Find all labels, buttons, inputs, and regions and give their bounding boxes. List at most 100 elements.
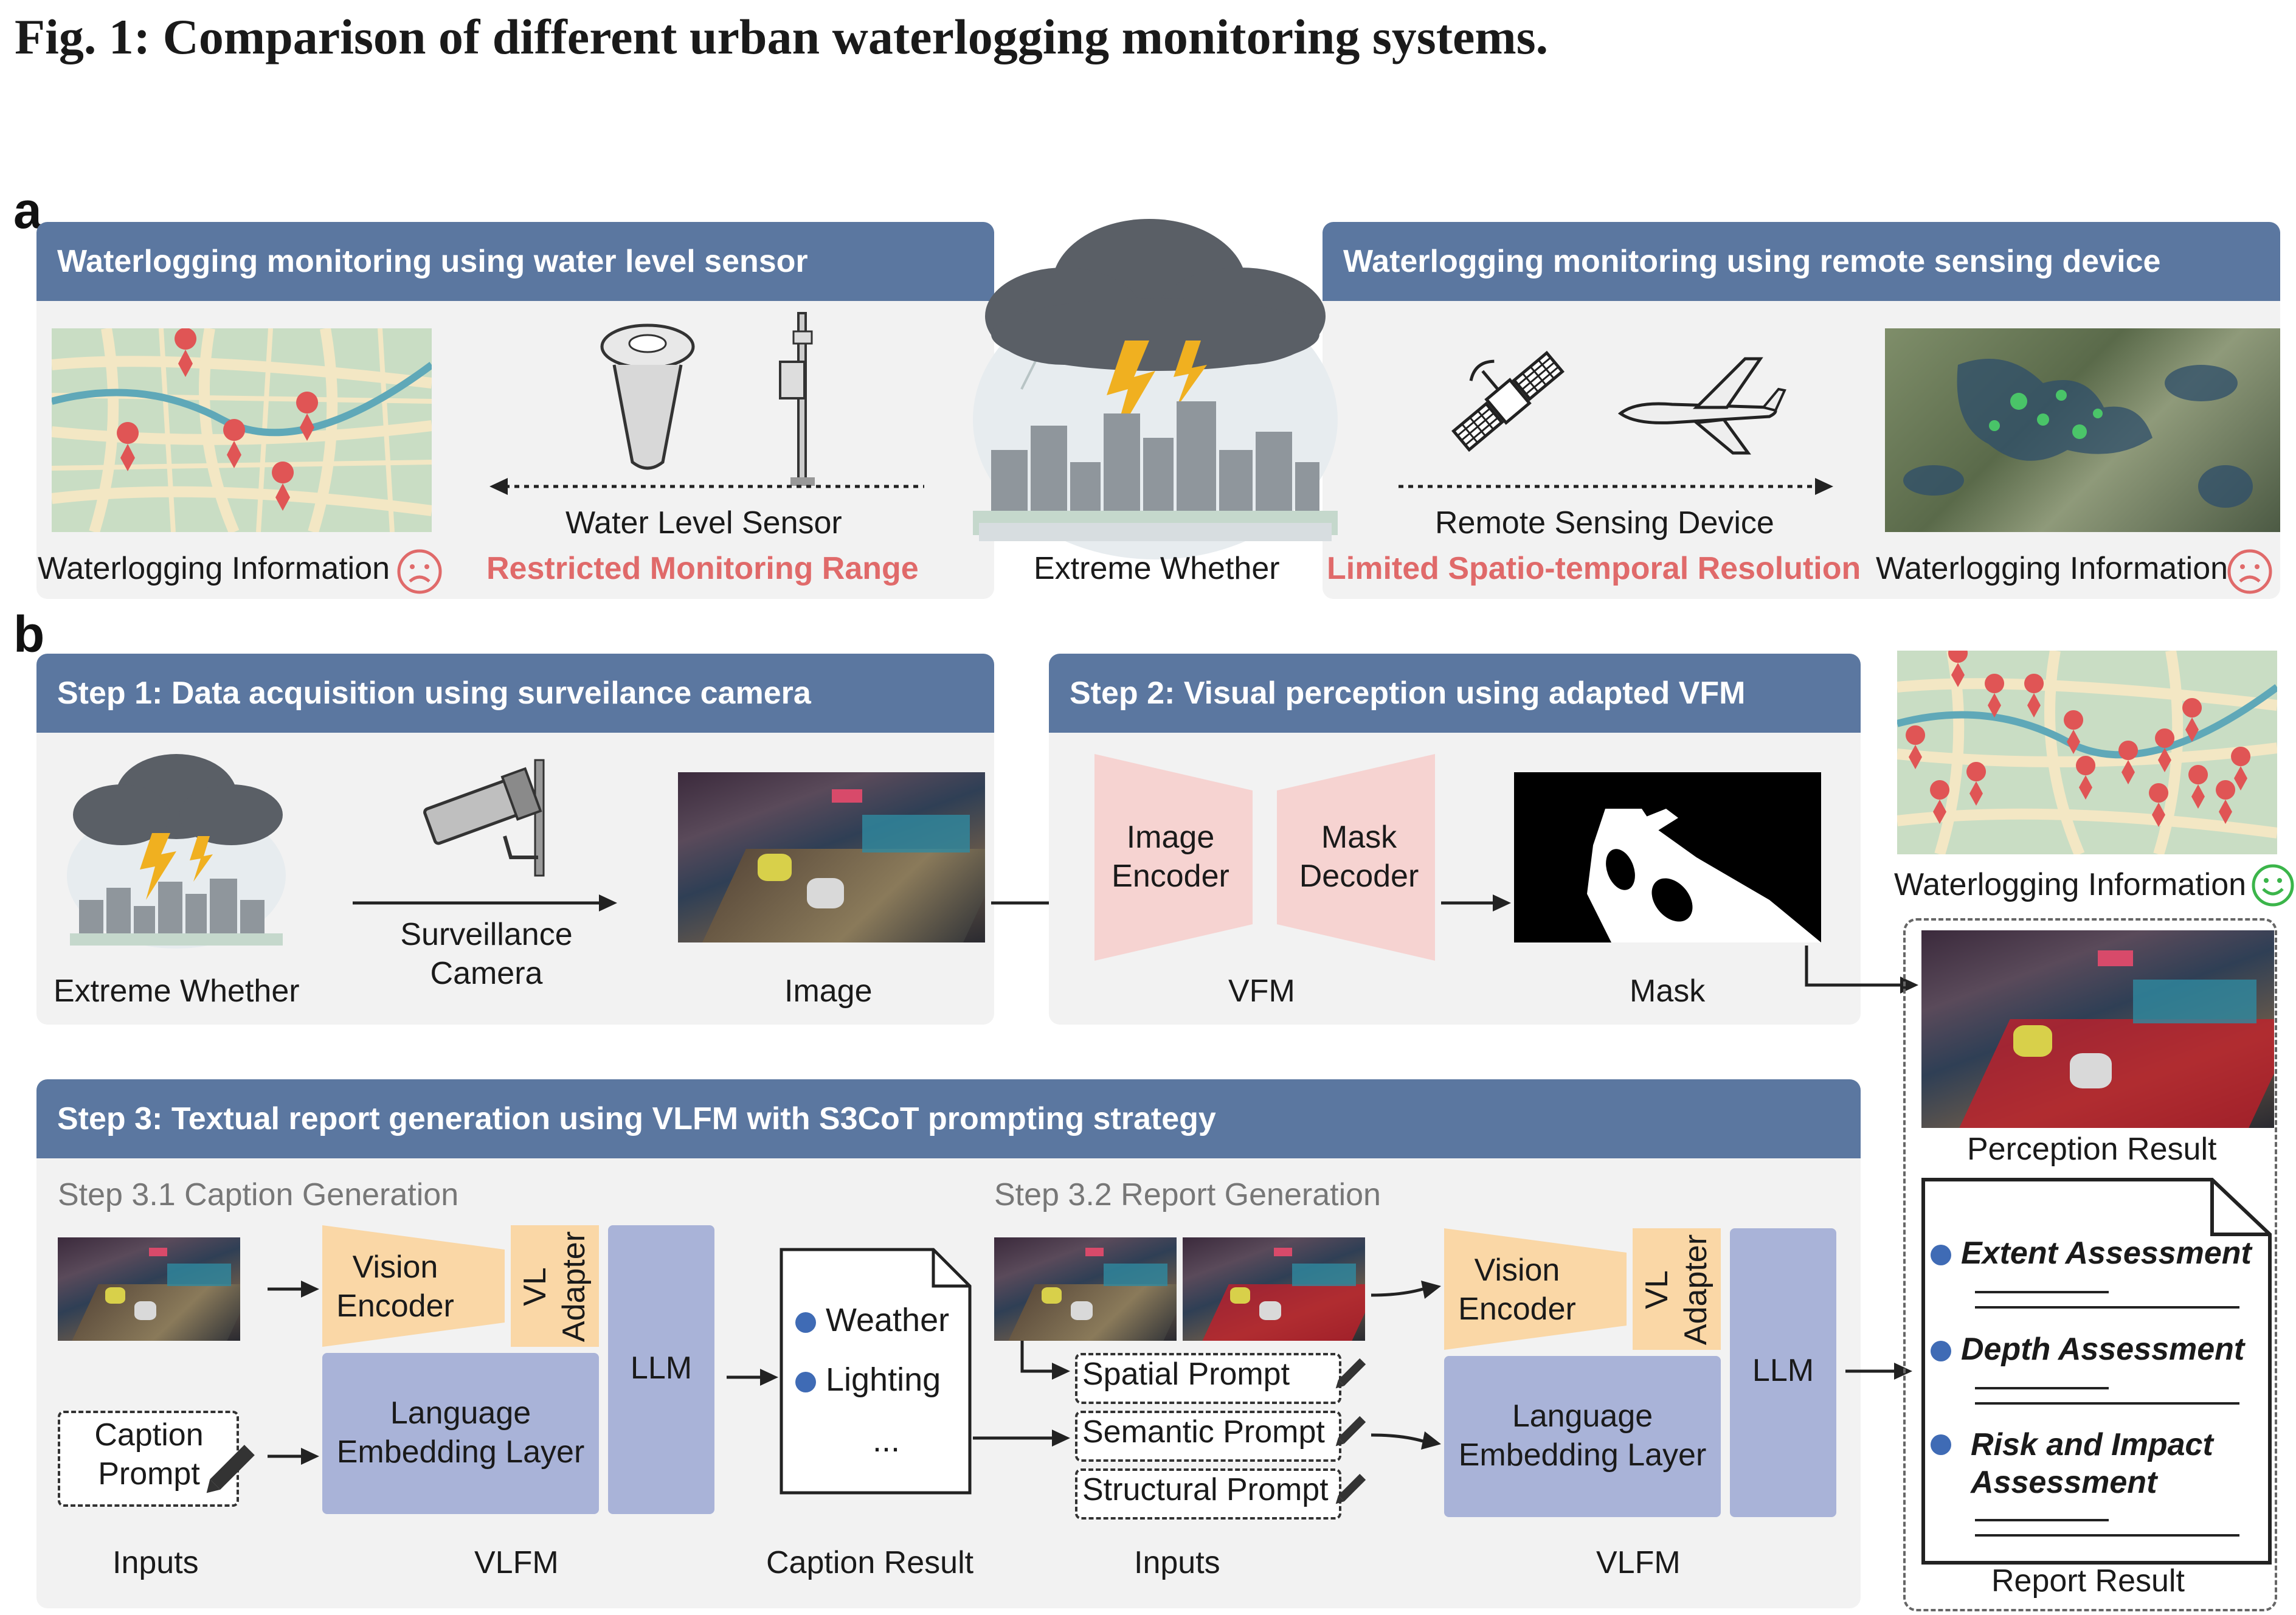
bullet-dot-icon	[1931, 1341, 1951, 1362]
report-item-extent: Extent Assessment	[1931, 1234, 2252, 1272]
arrow-image-to-vision-encoder	[268, 1281, 319, 1298]
satellite-icon	[1451, 350, 1565, 452]
language-embedding-box-1	[322, 1353, 599, 1514]
drone-plane-icon	[1617, 357, 1786, 455]
report-document-icon	[1921, 1178, 2272, 1565]
pencil-icons	[1335, 1358, 1366, 1504]
arrow-decoder-to-mask	[1441, 894, 1511, 911]
step3-1-label: Step 3.1 Caption Generation	[58, 1177, 459, 1212]
city-map-result	[1897, 651, 2277, 854]
mask-shape-icon	[1587, 809, 1821, 942]
caption-item-lighting-text: Lighting	[826, 1361, 941, 1398]
report-result-label: Report Result	[1991, 1563, 2185, 1599]
spatial-prompt-box	[1075, 1353, 1341, 1404]
mask-label: Mask	[1630, 973, 1706, 1009]
structural-prompt-box	[1075, 1468, 1341, 1520]
smile-face-icon	[2252, 864, 2294, 907]
bullet-dot-icon	[1931, 1434, 1951, 1455]
semantic-prompt-box	[1075, 1411, 1341, 1462]
surveillance-camera-label: Surveillance Camera	[400, 917, 573, 991]
panel-b-label: b	[13, 606, 45, 663]
remote-sensing-device-label: Remote Sensing Device	[1435, 505, 1774, 541]
report-item-depth: Depth Assessment	[1931, 1330, 2244, 1368]
inputs-label-1: Inputs	[112, 1545, 199, 1580]
right-output-label: Waterlogging Information	[1876, 551, 2229, 586]
water-level-sensor-icon	[600, 323, 695, 470]
perception-result-image	[1921, 930, 2274, 1128]
step2-header: Step 2: Visual perception using adapted …	[1049, 654, 1861, 733]
surveillance-camera-icon	[423, 759, 545, 877]
step3-2-label: Step 3.2 Report Generation	[994, 1177, 1381, 1212]
storm-city-icon	[973, 219, 1338, 559]
step1-header-text: Step 1: Data acquisition using surveilan…	[57, 676, 811, 711]
mask-image	[1514, 772, 1821, 942]
perception-result-label: Perception Result	[1967, 1132, 2217, 1167]
structural-prompt-label: Structural Prompt	[1082, 1472, 1329, 1507]
sensor-pins-icon	[117, 328, 319, 511]
arrow-to-map-left	[489, 478, 924, 495]
vl-adapter-box-1	[511, 1225, 599, 1347]
caption-item-weather-text: Weather	[826, 1302, 950, 1338]
pencil-icon	[206, 1445, 255, 1493]
vision-encoder-shape-2	[1444, 1228, 1627, 1350]
step3-header: Step 3: Textual report generation using …	[36, 1079, 1861, 1158]
language-embedding-label-2: Language Embedding Layer	[1458, 1399, 1707, 1473]
caption-item-lighting: Lighting	[795, 1361, 941, 1399]
vl-adapter-box-2	[1633, 1228, 1721, 1350]
report-item-depth-text: Depth Assessment	[1961, 1332, 2245, 1367]
panel-a-right-header: Waterlogging monitoring using remote sen…	[1323, 222, 2280, 301]
language-embedding-box-2	[1444, 1356, 1721, 1517]
llm-label-2: LLM	[1752, 1353, 1814, 1388]
left-output-label: Waterlogging Information	[38, 551, 390, 586]
water-level-sensor-label: Water Level Sensor	[565, 505, 842, 541]
language-embedding-label-1: Language Embedding Layer	[336, 1395, 585, 1470]
step3-header-text: Step 3: Textual report generation using …	[57, 1101, 1216, 1136]
caption-result-label: Caption Result	[766, 1545, 974, 1580]
arrow-prompt-to-embedding	[268, 1448, 319, 1465]
inputs-label-2: Inputs	[1134, 1545, 1220, 1580]
vl-adapter-label-1: VL Adapter	[517, 1231, 592, 1343]
arrows-to-vlfm-2	[1371, 1281, 1441, 1450]
sensor-pole-icon	[779, 312, 815, 486]
satellite-flood-pattern-icon	[1903, 359, 2253, 508]
caption-prompt-box	[58, 1411, 239, 1507]
city-map-sensor	[52, 328, 432, 532]
figure-title: Fig. 1: Comparison of different urban wa…	[15, 9, 1549, 64]
bullet-dot-icon	[795, 1371, 816, 1392]
caption-input-image	[58, 1237, 240, 1341]
limited-resolution-label: Limited Spatio-temporal Resolution	[1327, 551, 1861, 586]
step2-header-text: Step 2: Visual perception using adapted …	[1070, 676, 1746, 711]
storm-city-small-icon	[67, 754, 286, 949]
extreme-weather-label-b: Extreme Whether	[54, 973, 300, 1009]
vision-encoder-label-1: Vision Encoder	[336, 1250, 454, 1324]
vision-encoder-shape	[322, 1225, 505, 1347]
panel-a-right-header-text: Waterlogging monitoring using remote sen…	[1343, 244, 2161, 279]
restricted-range-label: Restricted Monitoring Range	[486, 551, 919, 586]
caption-document-icon	[780, 1248, 972, 1495]
image-encoder-label: Image Encoder	[1112, 820, 1229, 894]
sad-face-icon-2	[2227, 549, 2272, 594]
result-dashed-frame	[1903, 918, 2277, 1611]
panel-a-left-header-text: Waterlogging monitoring using water leve…	[57, 244, 808, 279]
caption-item-more: ...	[873, 1422, 901, 1459]
step1-header: Step 1: Data acquisition using surveilan…	[36, 654, 994, 733]
llm-box-1	[608, 1225, 714, 1514]
street-image	[678, 772, 985, 942]
arrow-llm-to-caption	[727, 1369, 778, 1386]
arrow-to-map-right	[1399, 478, 1833, 495]
mask-decoder-label: Mask Decoder	[1299, 820, 1419, 894]
semantic-prompt-label: Semantic Prompt	[1082, 1414, 1325, 1450]
image-label: Image	[784, 973, 873, 1009]
vfm-encoder-decoder-icon	[1094, 754, 1435, 961]
report-item-risk: Risk and Impact Assessment	[1931, 1426, 2213, 1501]
extreme-weather-label-a: Extreme Whether	[1034, 551, 1280, 586]
caption-item-weather: Weather	[795, 1301, 949, 1339]
arrow-camera-to-image	[353, 894, 617, 911]
report-input-image	[994, 1237, 1177, 1341]
result-pins-icon	[1906, 651, 2251, 827]
report-input-perception	[1183, 1237, 1365, 1341]
arrow-image-to-prompts	[1020, 1341, 1070, 1380]
panel-a-left-header: Waterlogging monitoring using water leve…	[36, 222, 994, 301]
sad-face-icon	[397, 549, 442, 594]
result-info-label: Waterlogging Information	[1894, 867, 2247, 902]
